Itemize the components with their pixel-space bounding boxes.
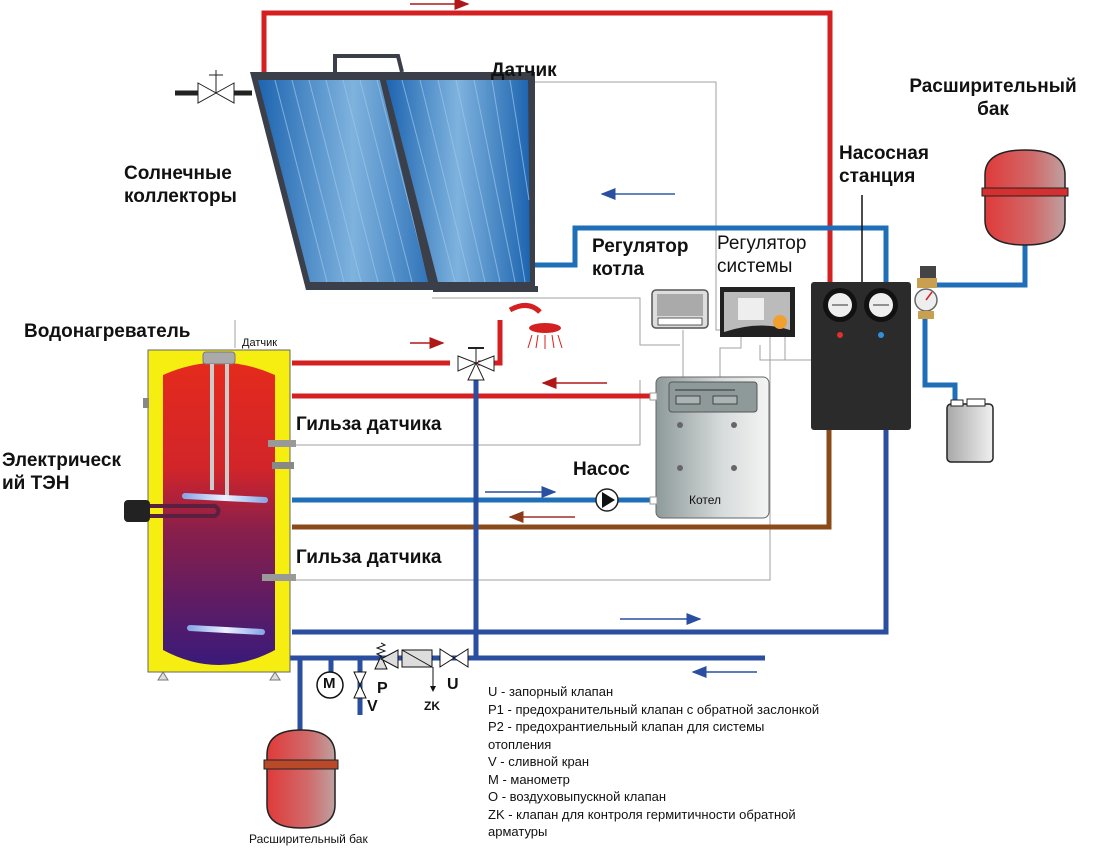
legend-item-zk: ZK - клапан для контроля гермитичности о… bbox=[488, 806, 796, 840]
label-sensor-sleeve-upper: Гильза датчика bbox=[296, 414, 442, 435]
collector-bridge-pipe bbox=[333, 54, 404, 73]
label-expansion-tank-bottom: Расширительный бак bbox=[249, 832, 368, 846]
legend: U - запорный клапан P1 - предохранительн… bbox=[488, 683, 888, 841]
collection-canister bbox=[946, 398, 994, 463]
hot-water-pipe bbox=[292, 320, 503, 366]
label-solar-collectors: Солнечные коллекторы bbox=[124, 163, 237, 207]
shutoff-valve-symbol bbox=[439, 648, 469, 668]
label-water-heater: Водонагреватель bbox=[24, 321, 191, 342]
manometer-symbol bbox=[316, 671, 344, 699]
symbol-zk: ZK bbox=[424, 699, 440, 713]
legend-item-m: M - манометр bbox=[488, 771, 570, 787]
solar-collector-right bbox=[378, 72, 538, 292]
circulation-pump-icon bbox=[595, 488, 619, 512]
label-system-regulator: Регулятор системы bbox=[717, 233, 807, 277]
symbol-u: U bbox=[447, 676, 459, 693]
collector-air-valve bbox=[175, 70, 252, 104]
expansion-tank-bottom bbox=[263, 729, 339, 829]
label-tank-sensor: Датчик bbox=[242, 337, 278, 349]
solar-cold-pipe bbox=[533, 225, 889, 290]
legend-item-p2: P2 - предохрантиельный клапан для систем… bbox=[488, 719, 765, 752]
electric-heater-element bbox=[124, 500, 221, 522]
expansion-tank-top bbox=[981, 149, 1069, 246]
legend-item-p1: P1 - предохранительный клапан с обратной… bbox=[488, 701, 820, 717]
drain-valve-symbol bbox=[353, 671, 367, 699]
label-boiler: Котел bbox=[689, 493, 722, 507]
safety-valve-symbol bbox=[374, 642, 399, 670]
symbol-m: M bbox=[323, 675, 336, 692]
label-pump: Насос bbox=[573, 459, 630, 480]
legend-item-o: O - воздуховыпускной клапан bbox=[488, 789, 667, 804]
boiler-unit bbox=[649, 376, 770, 519]
legend-item-v: V - сливной кран bbox=[488, 754, 590, 769]
solar-hot-pipe bbox=[261, 10, 833, 290]
shower-head bbox=[508, 303, 563, 349]
pump-station-unit bbox=[811, 195, 911, 430]
boiler-regulator-device bbox=[651, 289, 709, 329]
legend-item-u: U - запорный клапан bbox=[488, 684, 614, 699]
symbol-p: P bbox=[377, 680, 388, 697]
safety-group-gauge bbox=[914, 266, 938, 319]
three-way-mixing-valve bbox=[457, 347, 495, 381]
expansion-pipe-right bbox=[922, 245, 1028, 405]
system-regulator-device bbox=[720, 287, 795, 337]
label-electric-heater: Электрическ ий ТЭН bbox=[2, 450, 121, 494]
check-valve-symbol bbox=[401, 649, 436, 692]
symbol-v: V bbox=[367, 698, 378, 715]
label-collector-sensor: Датчик bbox=[491, 60, 557, 81]
label-boiler-regulator: Регулятор котла bbox=[592, 236, 689, 280]
label-pump-station: Насосная станция bbox=[839, 143, 929, 187]
pump-station-pipes bbox=[292, 430, 889, 635]
label-expansion-tank-top: Расширительный бак bbox=[909, 76, 1077, 120]
label-sensor-sleeve-lower: Гильза датчика bbox=[296, 547, 442, 568]
